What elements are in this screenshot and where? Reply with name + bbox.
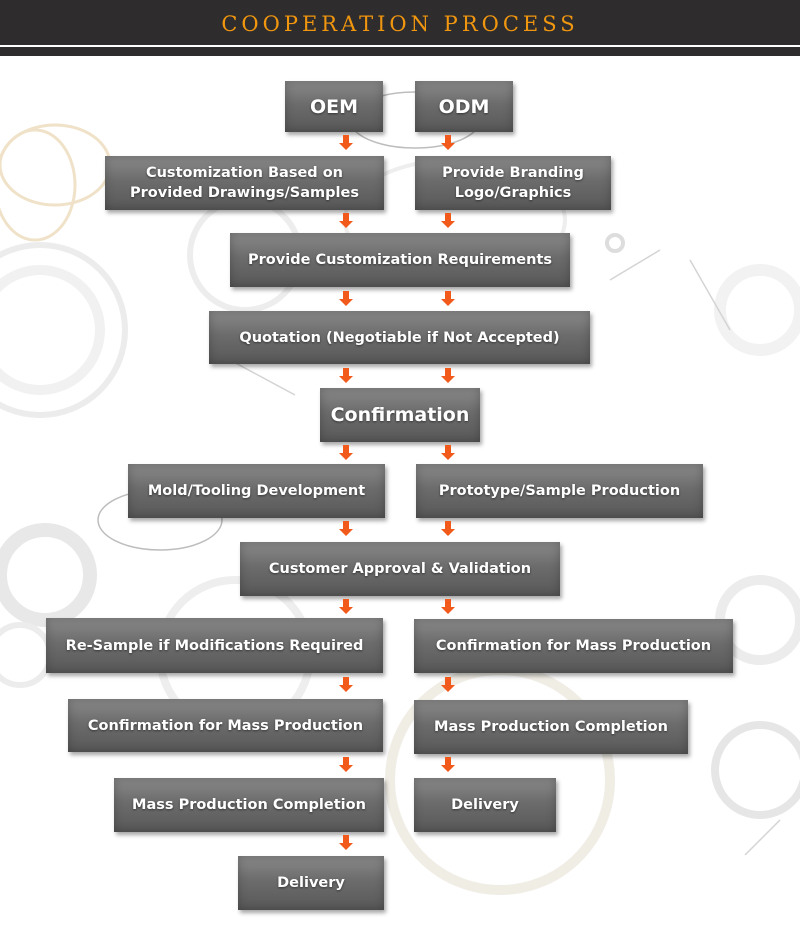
box-label: Confirmation for Mass Production xyxy=(87,717,364,734)
page-title: COOPERATION PROCESS xyxy=(221,12,579,36)
box-label: Re-Sample if Modifications Required xyxy=(65,637,364,654)
down-arrow-icon xyxy=(339,757,353,772)
watch-ring-decoration xyxy=(0,128,77,242)
left-confirm-mass-box: Confirmation for Mass Production xyxy=(68,699,383,752)
down-arrow-icon xyxy=(339,677,353,692)
oem-box: OEM xyxy=(285,81,383,132)
customer-approval-box: Customer Approval & Validation xyxy=(240,542,560,596)
watch-dial-decoration xyxy=(0,622,53,688)
down-arrow-icon xyxy=(441,213,455,228)
down-arrow-icon xyxy=(441,291,455,306)
down-arrow-icon xyxy=(441,757,455,772)
down-arrow-icon xyxy=(441,135,455,150)
right-delivery-box: Delivery xyxy=(414,778,556,832)
box-label: Mass Production Completion xyxy=(132,797,366,813)
down-arrow-icon xyxy=(339,445,353,460)
mold-tooling-box: Mold/Tooling Development xyxy=(128,464,385,518)
box-label-line: Provide Branding xyxy=(442,165,584,181)
box-label: Prototype/Sample Production xyxy=(438,483,681,499)
down-arrow-icon xyxy=(441,521,455,536)
confirmation-box: Confirmation xyxy=(320,388,480,442)
odm-box: ODM xyxy=(415,81,513,132)
down-arrow-icon xyxy=(339,521,353,536)
down-arrow-icon xyxy=(441,445,455,460)
down-arrow-icon xyxy=(339,291,353,306)
watch-hand-decoration xyxy=(229,359,296,396)
box-label: Provide Customization Requirements xyxy=(248,252,552,268)
box-label: Delivery xyxy=(451,797,519,813)
header-bar xyxy=(0,0,800,45)
box-label: Mold/Tooling Development xyxy=(147,483,366,499)
box-label-line: Provided Drawings/Samples xyxy=(130,185,359,201)
customization-drawings-box: Customization Based on Provided Drawings/… xyxy=(105,156,384,210)
box-label: Confirmation for Mass Production xyxy=(435,638,712,654)
watch-movement-decoration xyxy=(0,265,105,395)
box-label: Quotation (Negotiable if Not Accepted) xyxy=(239,329,560,346)
resample-box: Re-Sample if Modifications Required xyxy=(46,618,383,673)
watch-hand-decoration xyxy=(744,819,781,856)
down-arrow-icon xyxy=(339,835,353,850)
watch-ring-decoration xyxy=(0,523,97,627)
left-mass-completion-box: Mass Production Completion xyxy=(114,778,384,832)
watch-movement-decoration xyxy=(0,242,128,418)
down-arrow-icon xyxy=(339,135,353,150)
watch-part-decoration xyxy=(714,264,800,356)
header-underline xyxy=(0,47,800,56)
right-confirm-mass-box: Confirmation for Mass Production xyxy=(414,619,733,673)
box-label: Delivery xyxy=(277,875,345,891)
box-label: ODM xyxy=(438,95,490,118)
watch-parts-background xyxy=(0,91,800,895)
watch-hand-decoration xyxy=(689,259,731,331)
box-label: Mass Production Completion xyxy=(434,719,668,735)
box-label: OEM xyxy=(309,95,359,118)
watch-gear-decoration xyxy=(605,233,625,253)
watch-dial-decoration xyxy=(711,721,800,819)
box-label: Customer Approval & Validation xyxy=(268,561,532,577)
right-mass-completion-box: Mass Production Completion xyxy=(414,700,688,754)
down-arrow-icon xyxy=(339,599,353,614)
box-label-line: Logo/Graphics xyxy=(454,185,572,201)
down-arrow-icon xyxy=(441,599,455,614)
down-arrow-icon xyxy=(441,677,455,692)
down-arrow-icon xyxy=(339,368,353,383)
down-arrow-icon xyxy=(441,368,455,383)
watch-hand-decoration xyxy=(609,249,661,281)
prototype-sample-box: Prototype/Sample Production xyxy=(416,464,703,518)
box-label-line: Customization Based on xyxy=(145,165,344,181)
left-delivery-box: Delivery xyxy=(238,856,384,910)
provide-requirements-box: Provide Customization Requirements xyxy=(230,233,570,287)
down-arrow-icon xyxy=(339,213,353,228)
quotation-box: Quotation (Negotiable if Not Accepted) xyxy=(209,311,590,364)
box-label: Confirmation xyxy=(330,404,470,426)
